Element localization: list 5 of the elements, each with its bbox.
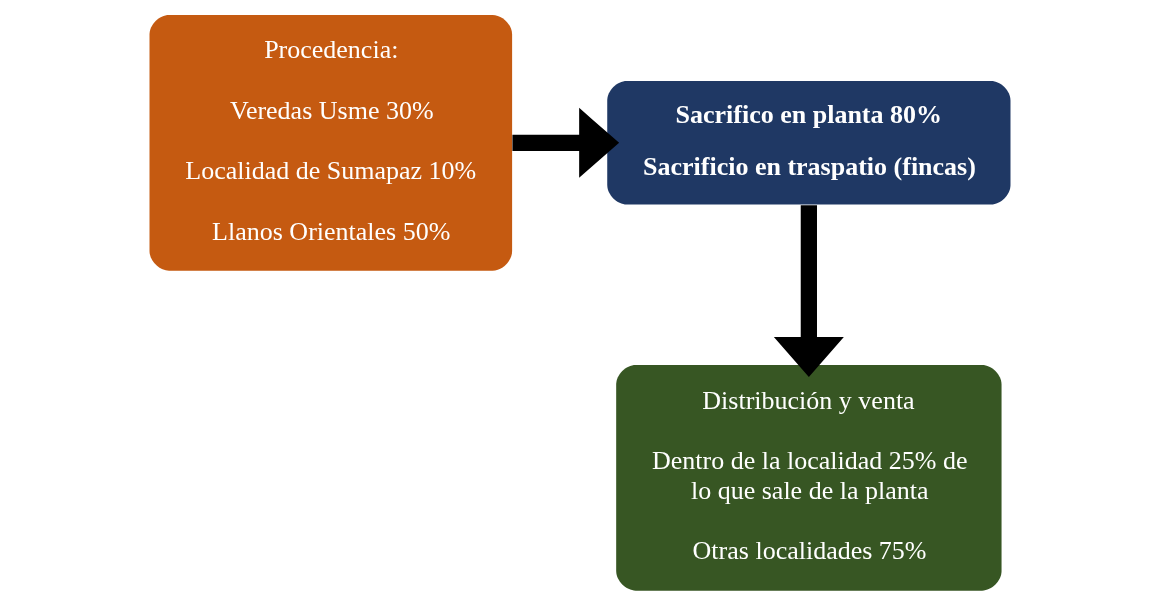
node-box: Distribución y venta Dentro de la localidad 25% de lo que sale de la planta Otras localidades 75% bbox=[616, 364, 1002, 591]
node-box: Sacrifico en planta 80% Sacrificio en traspatio (fincas) bbox=[607, 81, 1011, 205]
node-box: Procedencia: Veredas Usme 30% Localidad de Sumapaz 10% Llanos Orientales 50% bbox=[149, 15, 513, 271]
arrow bbox=[512, 107, 620, 178]
arrow bbox=[773, 205, 844, 378]
